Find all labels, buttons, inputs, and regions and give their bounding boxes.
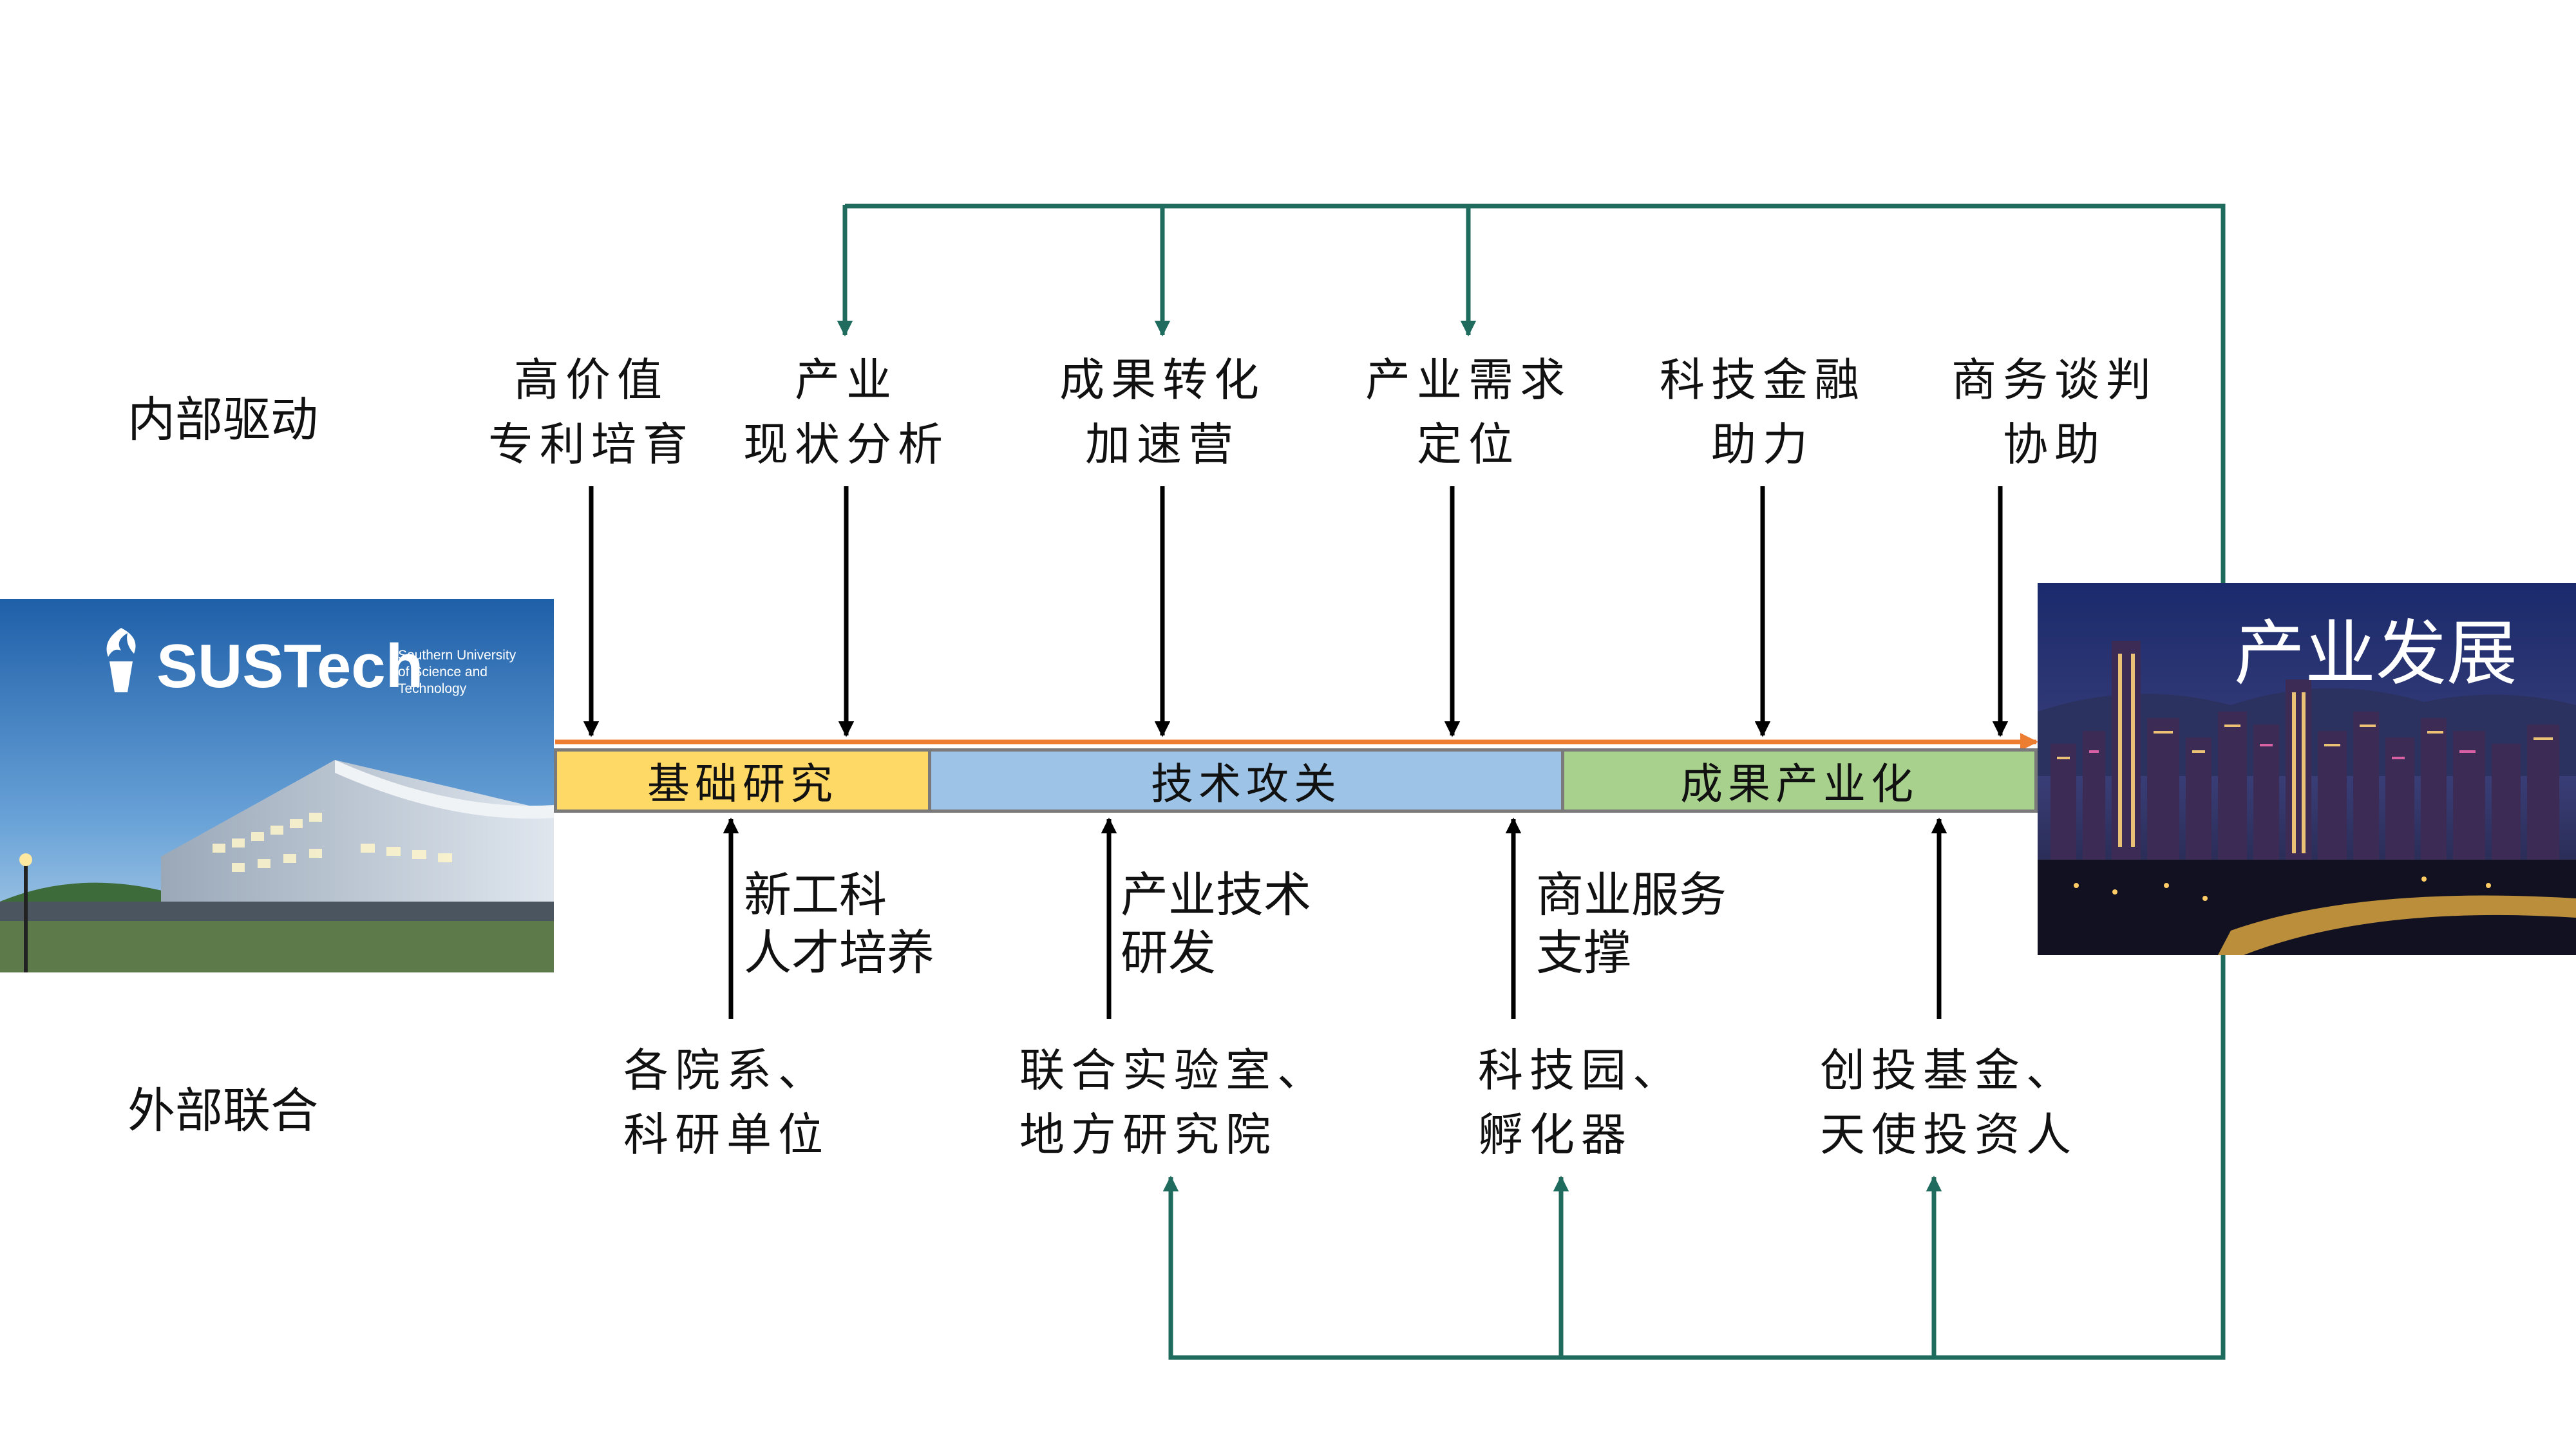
city-illustration (2038, 583, 2576, 955)
logo-subtitle: Southern University of Science and Techn… (398, 647, 516, 697)
campus-illustration (0, 599, 554, 972)
mid-item-talent: 新工科 人才培养 (744, 866, 934, 982)
top-item-industry-analysis: 产业 现状分析 (685, 348, 1007, 477)
mid-item-line2: 研发 (1121, 925, 1216, 981)
top-item-line2: 定位 (1417, 418, 1520, 471)
mid-item-line1: 新工科 (744, 867, 887, 923)
logo-wordmark: SUSTech (156, 632, 424, 701)
bottom-item-line1: 创投基金、 (1820, 1044, 2078, 1097)
bottom-feedback-line (1168, 956, 2226, 1360)
top-item-negotiation: 商务谈判 协助 (1893, 348, 2215, 477)
stage-industrialization: 成果产业化 (1561, 748, 2038, 813)
bottom-item-line2: 地方研究院 (1019, 1108, 1277, 1161)
top-item-line1: 产业 (795, 354, 898, 406)
top-item-line1: 产业需求 (1365, 354, 1571, 406)
city-photo: 产业发展 (2038, 583, 2576, 955)
city-title: 产业发展 (2234, 612, 2517, 695)
mid-item-line1: 商业服务 (1536, 867, 1727, 923)
top-item-line2: 协助 (2003, 418, 2106, 471)
mid-item-rnd: 产业技术 研发 (1121, 866, 1311, 982)
mid-item-line1: 产业技术 (1121, 867, 1311, 923)
internal-drive-label: 内部驱动 (128, 392, 318, 448)
mid-item-line2: 支撑 (1536, 925, 1631, 981)
bottom-item-line1: 科技园、 (1478, 1044, 1684, 1097)
bottom-item-line1: 各院系、 (623, 1044, 829, 1097)
external-union-label: 外部联合 (128, 1083, 318, 1139)
torch-icon (95, 621, 147, 699)
top-item-tech-finance: 科技金融 助力 (1602, 348, 1924, 477)
top-item-line2: 助力 (1711, 418, 1814, 471)
stage-label: 基础研究 (647, 759, 838, 809)
top-item-line2: 现状分析 (743, 418, 949, 471)
bottom-item-line2: 科研单位 (623, 1108, 829, 1161)
top-item-accelerator: 成果转化 加速营 (1001, 348, 1323, 477)
bottom-item-line2: 天使投资人 (1820, 1108, 2078, 1161)
bottom-item-departments: 各院系、 科研单位 (623, 1038, 829, 1167)
top-item-line2: 加速营 (1085, 418, 1240, 471)
top-item-line1: 科技金融 (1660, 354, 1866, 406)
logo-subtitle-line: Southern University (398, 648, 516, 663)
bottom-item-labs: 联合实验室、 地方研究院 (1019, 1038, 1329, 1167)
top-item-line2: 专利培育 (488, 418, 694, 471)
campus-photo: SUSTech Southern University of Science a… (0, 599, 554, 972)
logo-subtitle-line: Technology (398, 681, 467, 696)
top-feedback-line (845, 204, 2226, 956)
stage-tech-breakthrough: 技术攻关 (928, 748, 1564, 813)
stage-basic-research: 基础研究 (554, 748, 931, 813)
mid-item-business-services: 商业服务 支撑 (1536, 866, 1727, 982)
top-item-line1: 商务谈判 (1951, 354, 2157, 406)
stage-label: 成果产业化 (1680, 759, 1918, 809)
top-item-line1: 高价值 (514, 354, 668, 406)
bottom-item-line1: 联合实验室、 (1019, 1044, 1329, 1097)
stage-label: 技术攻关 (1151, 759, 1341, 809)
top-item-line1: 成果转化 (1059, 354, 1265, 406)
top-item-patent: 高价值 专利培育 (430, 348, 752, 477)
top-item-demand-positioning: 产业需求 定位 (1307, 348, 1629, 477)
bottom-item-venture-capital: 创投基金、 天使投资人 (1820, 1038, 2078, 1167)
bottom-item-science-park: 科技园、 孵化器 (1478, 1038, 1684, 1167)
bottom-item-line2: 孵化器 (1478, 1108, 1633, 1161)
mid-item-line2: 人才培养 (744, 925, 934, 981)
logo-subtitle-line: of Science and (398, 665, 488, 679)
sustech-logo: SUSTech Southern University of Science a… (95, 618, 540, 715)
